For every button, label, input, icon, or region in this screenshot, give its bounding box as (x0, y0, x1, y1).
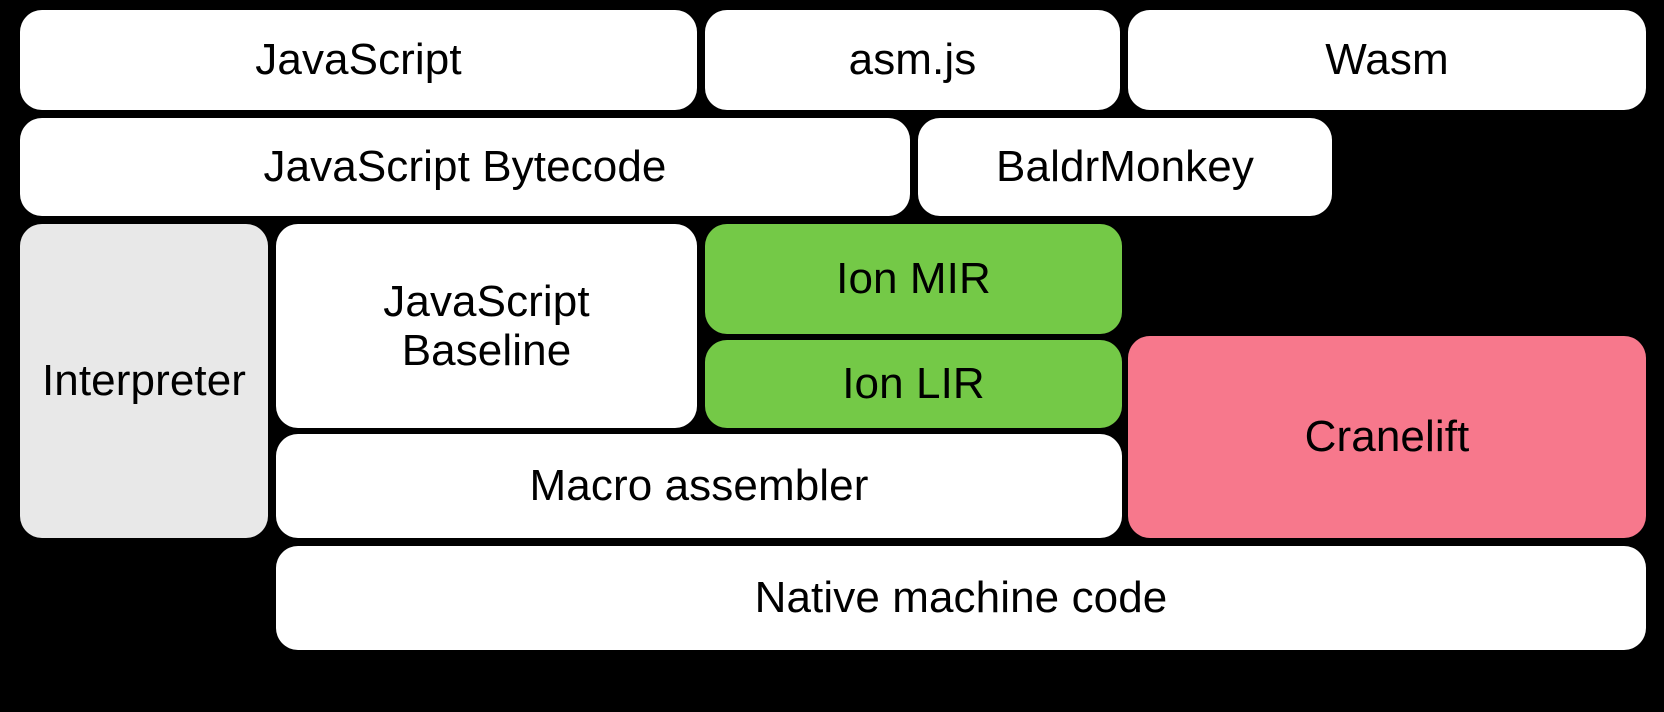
node-cranelift: Cranelift (1128, 336, 1646, 538)
node-wasm: Wasm (1128, 10, 1646, 110)
node-javascript-bytecode: JavaScript Bytecode (20, 118, 910, 216)
node-interpreter: Interpreter (20, 224, 268, 538)
node-javascript: JavaScript (20, 10, 697, 110)
node-baldrmonkey: BaldrMonkey (918, 118, 1332, 216)
node-native-machine-code: Native machine code (276, 546, 1646, 650)
node-ion-lir: Ion LIR (705, 340, 1122, 428)
node-asm-js: asm.js (705, 10, 1120, 110)
node-macro-assembler: Macro assembler (276, 434, 1122, 538)
node-javascript-baseline: JavaScript Baseline (276, 224, 697, 428)
node-ion-mir: Ion MIR (705, 224, 1122, 334)
